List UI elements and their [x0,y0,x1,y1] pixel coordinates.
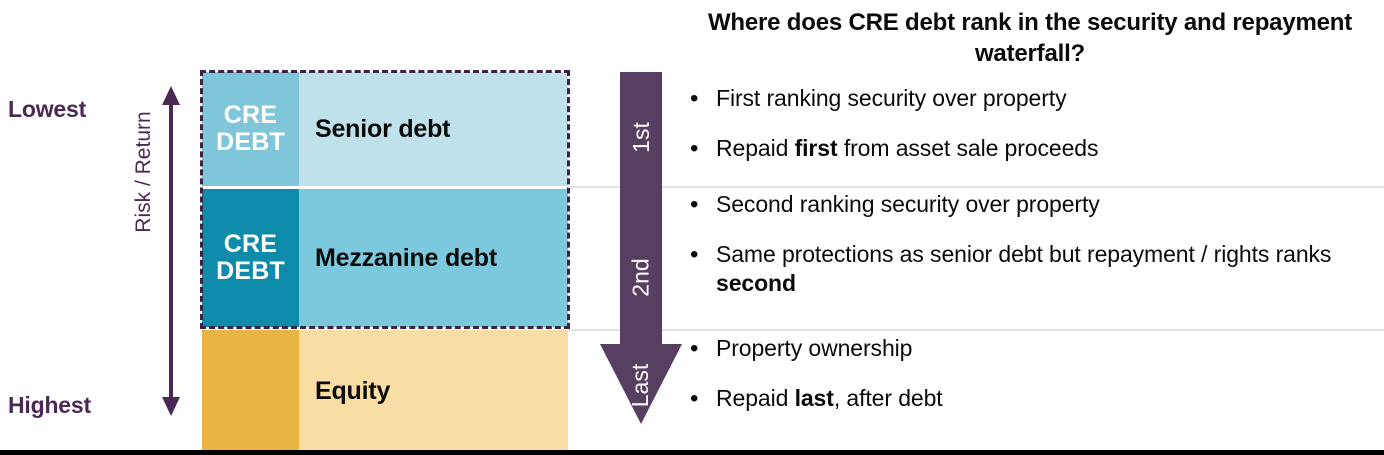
explanation-column: Where does CRE debt rank in the security… [690,0,1370,412]
cre-debt-tag-line2: DEBT [216,257,285,285]
stack-tier-label-senior: Senior debt [299,72,568,186]
bullet-text: Repaid first from asset sale proceeds [716,135,1099,161]
waterfall-rank-last: Last [627,363,654,408]
bullet-icon: • [690,241,699,268]
page-title: Where does CRE debt rank in the security… [707,9,1353,67]
bullet-icon: • [690,85,699,112]
cre-debt-tag-senior: CRE DEBT [202,72,299,186]
bullet-icon: • [690,335,699,362]
bullet-icon: • [690,191,699,218]
cre-debt-tag-line1: CRE [223,230,278,258]
section-divider [568,329,1384,331]
bullet-icon: • [690,385,699,412]
section-divider [568,186,1384,188]
list-item: • Property ownership [690,334,1370,364]
cre-debt-tag-line1: CRE [223,101,278,129]
list-item: • Repaid last, after debt [690,384,1370,414]
list-item: • Second ranking security over property [690,190,1370,220]
stack-tier-equity[interactable]: Equity [202,330,568,450]
stack-tier-mezzanine-debt[interactable]: CRE DEBT Mezzanine debt [202,189,568,327]
list-item: • Repaid first from asset sale proceeds [690,134,1370,164]
bullet-text: Same protections as senior debt but repa… [716,241,1332,297]
bullet-text: Property ownership [716,335,913,361]
bullet-text: First ranking security over property [716,85,1067,111]
capital-stack: CRE DEBT Senior debt CRE DEBT Mezzanine … [202,72,568,450]
stack-tier-label-mezzanine: Mezzanine debt [299,189,568,327]
waterfall-rank-first: 1st [627,122,654,153]
lowest-risk-label: Lowest [8,96,87,122]
cre-debt-tag-line2: DEBT [216,128,285,156]
risk-return-axis-label: Risk / Return [132,111,155,233]
list-item: • Same protections as senior debt but re… [690,240,1370,299]
repayment-waterfall-arrow-icon: 1st 2nd Last [600,72,682,424]
bullet-text: Second ranking security over property [716,191,1100,217]
bullet-group-equity: • Property ownership • Repaid last, afte… [690,334,1370,434]
equity-tag-block [202,330,299,450]
stack-tier-senior-debt[interactable]: CRE DEBT Senior debt [202,72,568,186]
bullet-group-mezzanine: • Second ranking security over property … [690,190,1370,319]
cre-debt-tag-mezzanine: CRE DEBT [202,189,299,327]
risk-return-arrow-icon [160,86,182,416]
list-item: • First ranking security over property [690,84,1370,114]
bullet-group-senior: • First ranking security over property •… [690,84,1370,184]
stack-tier-label-equity: Equity [299,330,568,450]
waterfall-rank-second: 2nd [627,258,654,297]
highest-risk-label: Highest [8,392,91,418]
bullet-icon: • [690,135,699,162]
bullet-text: Repaid last, after debt [716,385,943,411]
